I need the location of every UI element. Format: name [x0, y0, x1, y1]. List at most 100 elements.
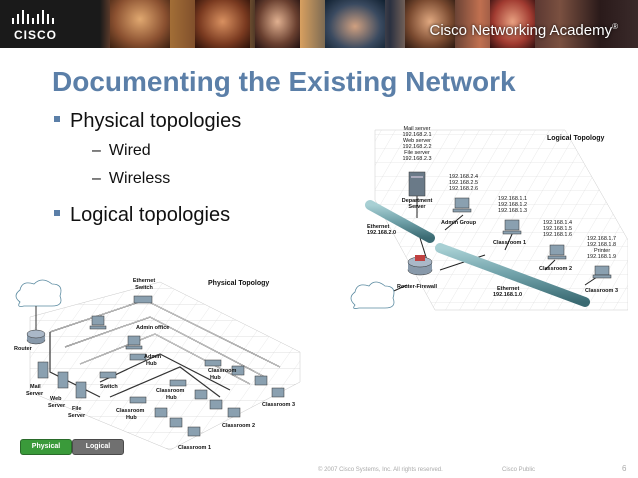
- internet-cloud-icon: [15, 279, 62, 307]
- department-server-icon: [408, 171, 426, 197]
- admin-office-label: Admin office: [136, 325, 169, 331]
- file-server-label-2: Server: [68, 413, 86, 419]
- classroom-hub-a-label: Classroom: [208, 368, 237, 374]
- admin-computer-icon: [452, 197, 472, 213]
- dash-icon: –: [92, 170, 101, 187]
- class3-ip-3: 192.168.1.9: [587, 254, 616, 260]
- ethernet-pipe-left: [365, 200, 435, 243]
- class3-ip-1: 192.168.1.7: [587, 236, 616, 242]
- web-server-label: Web: [50, 396, 62, 402]
- registered-mark: ®: [612, 22, 618, 31]
- printer-label: Printer: [594, 248, 610, 254]
- admin-ip-2: 192.168.2.5: [449, 180, 478, 186]
- dash-icon: –: [92, 142, 101, 159]
- ethernet-switch-icon: [133, 295, 153, 304]
- department-server-label-2: Server: [408, 204, 426, 210]
- ethernet-left-label: Ethernet: [367, 224, 389, 230]
- router-label: Router: [14, 346, 33, 352]
- bullet-physical: Physical topologies: [54, 110, 241, 133]
- slide-title: Documenting the Existing Network: [52, 66, 516, 97]
- classroom3-label: Classroom 3: [585, 288, 618, 294]
- admin-hub-icon: [129, 353, 147, 361]
- cisco-logo: CISCO: [8, 6, 68, 42]
- class2-ip-1: 192.168.1.4: [543, 220, 572, 226]
- ethernet-pipe-right: [435, 243, 590, 307]
- class2-ip-3: 192.168.1.6: [543, 232, 572, 238]
- ethernet-switch-label: Ethernet: [133, 278, 155, 284]
- file-server-ip: 192.168.2.3: [402, 156, 431, 162]
- class1-ip-3: 192.168.1.3: [498, 208, 527, 214]
- classroom2-label: Classroom 2: [539, 266, 572, 272]
- switch-icon: [99, 371, 117, 379]
- class1-ip-2: 192.168.1.2: [498, 202, 527, 208]
- internet-cloud-icon: [350, 281, 395, 309]
- classroom2-label: Classroom 2: [222, 423, 255, 429]
- router-icon: [26, 329, 46, 345]
- footer-classification: Cisco Public: [502, 467, 536, 473]
- sub-bullet-text: Wireless: [108, 170, 171, 187]
- classroom-hub-c-label: Classroom: [116, 408, 145, 414]
- logical-topology-title: Logical Topology: [547, 135, 605, 142]
- classroom1-label: Classroom 1: [178, 445, 211, 451]
- header-banner: CISCO Cisco Networking Academy®: [0, 0, 638, 48]
- sub-bullet-wireless: –Wireless: [92, 170, 170, 188]
- sub-bullet-wired: –Wired: [92, 142, 151, 160]
- footer-copyright: © 2007 Cisco Systems, Inc. All rights re…: [318, 467, 443, 473]
- bullet-square-icon: [54, 115, 60, 122]
- ethernet-left-ip: 192.168.2.0: [367, 230, 396, 236]
- mail-server-label: Mail server: [404, 126, 431, 132]
- classroom-hub-b-label-2: Hub: [166, 395, 177, 401]
- class3-ip-2: 192.168.1.8: [587, 242, 616, 248]
- page-number: 6: [622, 464, 627, 473]
- physical-topology-diagram: Physical Topology Ethernet Switch Admin …: [14, 278, 301, 451]
- logical-topology-diagram: Logical Topology Mail server 192.168.2.1…: [350, 126, 628, 311]
- mail-server-ip: 192.168.2.1: [402, 132, 431, 138]
- file-server-icon: [75, 381, 87, 399]
- classroom1-computer-icon: [154, 407, 201, 437]
- web-server-icon: [57, 371, 69, 389]
- file-server-label: File server: [404, 150, 430, 156]
- admin-ip-3: 192.168.2.6: [449, 186, 478, 192]
- classroom3-label: Classroom 3: [262, 402, 295, 408]
- class1-ip-1: 192.168.1.1: [498, 196, 527, 202]
- admin-office-computer-icon: [89, 315, 107, 330]
- admin-computer-icon: [125, 335, 143, 350]
- classroom-hub-b-label: Classroom: [156, 388, 185, 394]
- web-server-label: Web server: [403, 138, 431, 144]
- classroom2-computer-icon: [547, 244, 567, 260]
- classroom3-computer-icon: [231, 365, 285, 398]
- sub-bullet-text: Wired: [108, 142, 151, 159]
- mail-server-icon: [37, 361, 49, 379]
- classroom-hub-a-label-2: Hub: [210, 375, 221, 381]
- admin-hub-label-2: Hub: [146, 361, 157, 367]
- classroom1-computer-icon: [502, 219, 522, 235]
- classroom-hub-b-icon: [169, 379, 187, 387]
- classroom-hub-a-icon: [204, 359, 222, 367]
- mail-server-label: Mail: [30, 384, 41, 390]
- bullet-logical: Logical topologies: [54, 204, 230, 227]
- class2-ip-2: 192.168.1.5: [543, 226, 572, 232]
- tab-physical[interactable]: Physical: [20, 439, 72, 455]
- web-server-label-2: Server: [48, 403, 66, 409]
- admin-hub-label: Admin: [144, 354, 162, 360]
- file-server-label: File: [72, 406, 81, 412]
- academy-title: Cisco Networking Academy®: [430, 22, 618, 39]
- department-server-label: Department: [402, 198, 433, 204]
- classroom2-computer-icon: [194, 389, 241, 418]
- admin-ip-1: 192.168.2.4: [449, 174, 478, 180]
- bullet-text: Physical topologies: [70, 110, 242, 132]
- printer-icon: [592, 265, 612, 279]
- classroom-hub-c-label-2: Hub: [126, 415, 137, 421]
- ethernet-right-label: Ethernet: [497, 286, 519, 292]
- router-firewall-icon: [407, 255, 433, 276]
- bullet-square-icon: [54, 209, 60, 216]
- classroom1-label: Classroom 1: [493, 240, 526, 246]
- classroom-hub-c-icon: [129, 396, 147, 404]
- ethernet-switch-label-2: Switch: [135, 285, 153, 291]
- physical-topology-title: Physical Topology: [208, 280, 269, 287]
- router-firewall-label: Router-Firewall: [397, 284, 438, 290]
- tab-logical[interactable]: Logical: [72, 439, 124, 455]
- mail-server-label-2: Server: [26, 391, 44, 397]
- cisco-logo-text: CISCO: [14, 28, 58, 42]
- web-server-ip: 192.168.2.2: [402, 144, 431, 150]
